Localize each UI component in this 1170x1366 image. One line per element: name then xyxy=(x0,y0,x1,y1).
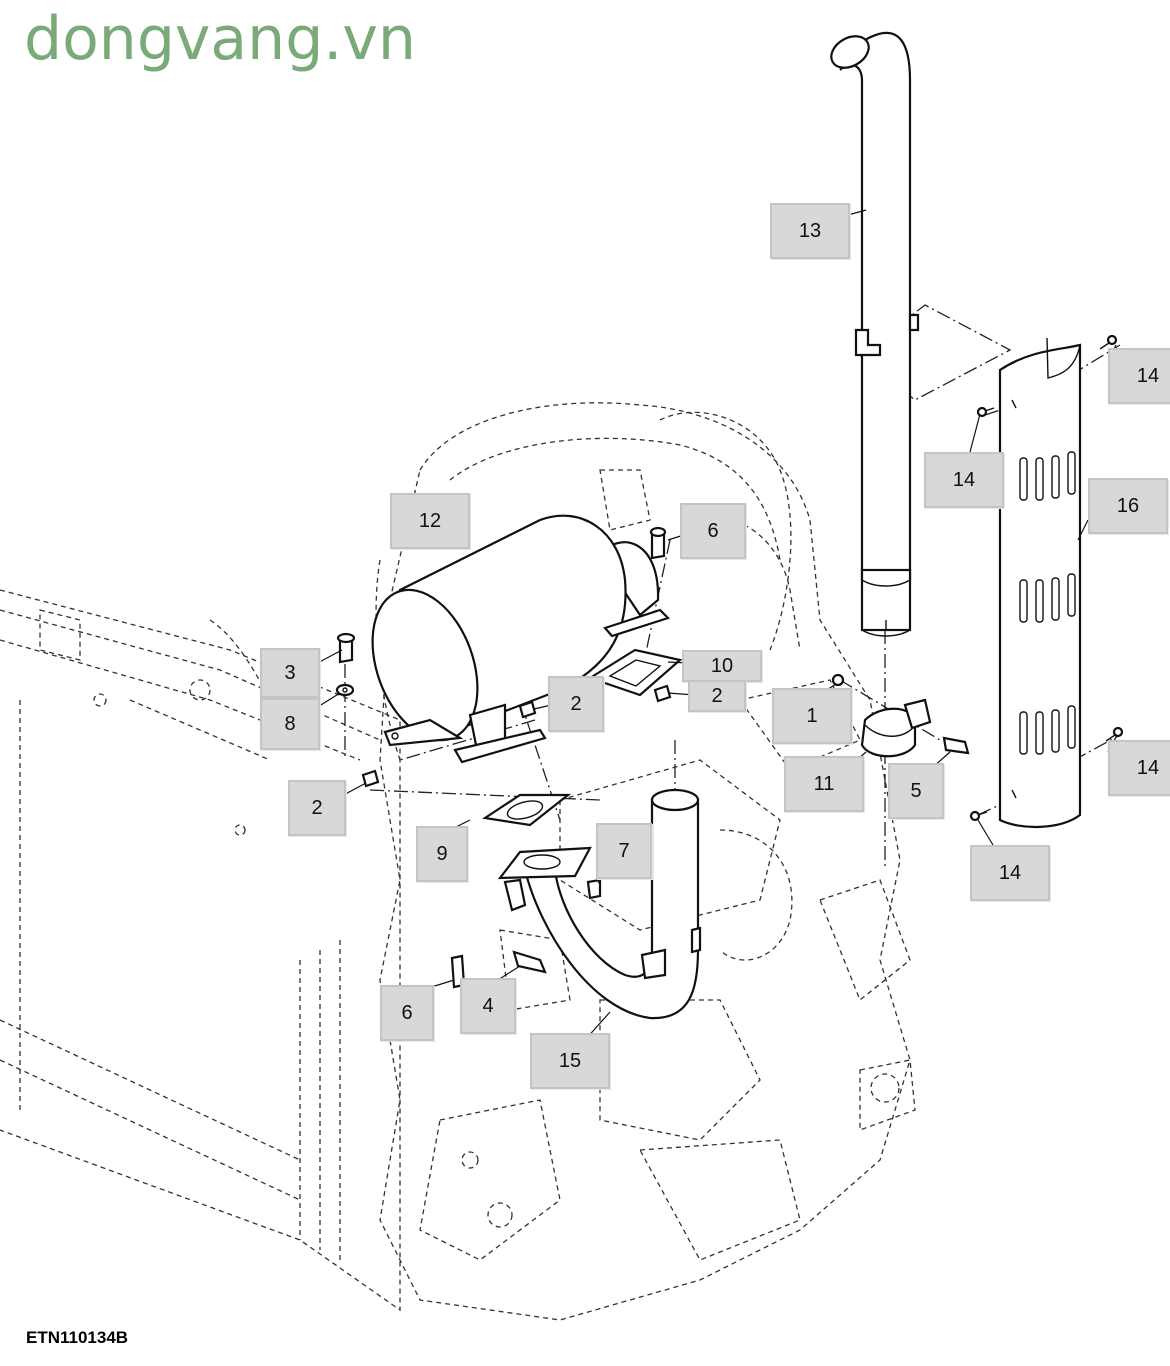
callout-14: 14 xyxy=(924,452,1004,508)
callout-6: 6 xyxy=(380,985,434,1041)
callout-14: 14 xyxy=(1108,348,1170,404)
shield-screws xyxy=(969,334,1124,822)
heat-shield xyxy=(998,337,1082,828)
callout-16: 16 xyxy=(1088,478,1168,534)
elbow-pipe xyxy=(497,788,702,1020)
inlet-gasket xyxy=(482,793,572,827)
callout-2: 2 xyxy=(288,780,346,836)
watermark-logo: dongvang.vn xyxy=(24,4,416,74)
callout-2: 2 xyxy=(548,676,604,732)
callout-6: 6 xyxy=(680,503,746,559)
callout-2: 2 xyxy=(688,680,746,712)
callout-13: 13 xyxy=(770,203,850,259)
pipe-clamp xyxy=(831,673,932,758)
radiator-outline xyxy=(0,589,401,1312)
callout-14: 14 xyxy=(1108,740,1170,796)
callout-3: 3 xyxy=(260,648,320,698)
callout-9: 9 xyxy=(416,826,468,882)
callout-1: 1 xyxy=(772,688,852,744)
callout-8: 8 xyxy=(260,698,320,750)
exhaust-stack-pipe xyxy=(830,31,920,637)
callout-5: 5 xyxy=(888,763,944,819)
callout-4: 4 xyxy=(460,978,516,1034)
engine-outline xyxy=(375,402,916,1321)
callout-12: 12 xyxy=(390,493,470,549)
fasteners xyxy=(335,526,970,989)
outlet-gasket xyxy=(587,648,683,697)
callout-11: 11 xyxy=(784,756,864,812)
callout-10: 10 xyxy=(682,650,762,682)
callout-14: 14 xyxy=(970,845,1050,901)
figure-code: ETN110134B xyxy=(26,1328,129,1347)
callout-7: 7 xyxy=(596,823,652,879)
callout-15: 15 xyxy=(530,1033,610,1089)
